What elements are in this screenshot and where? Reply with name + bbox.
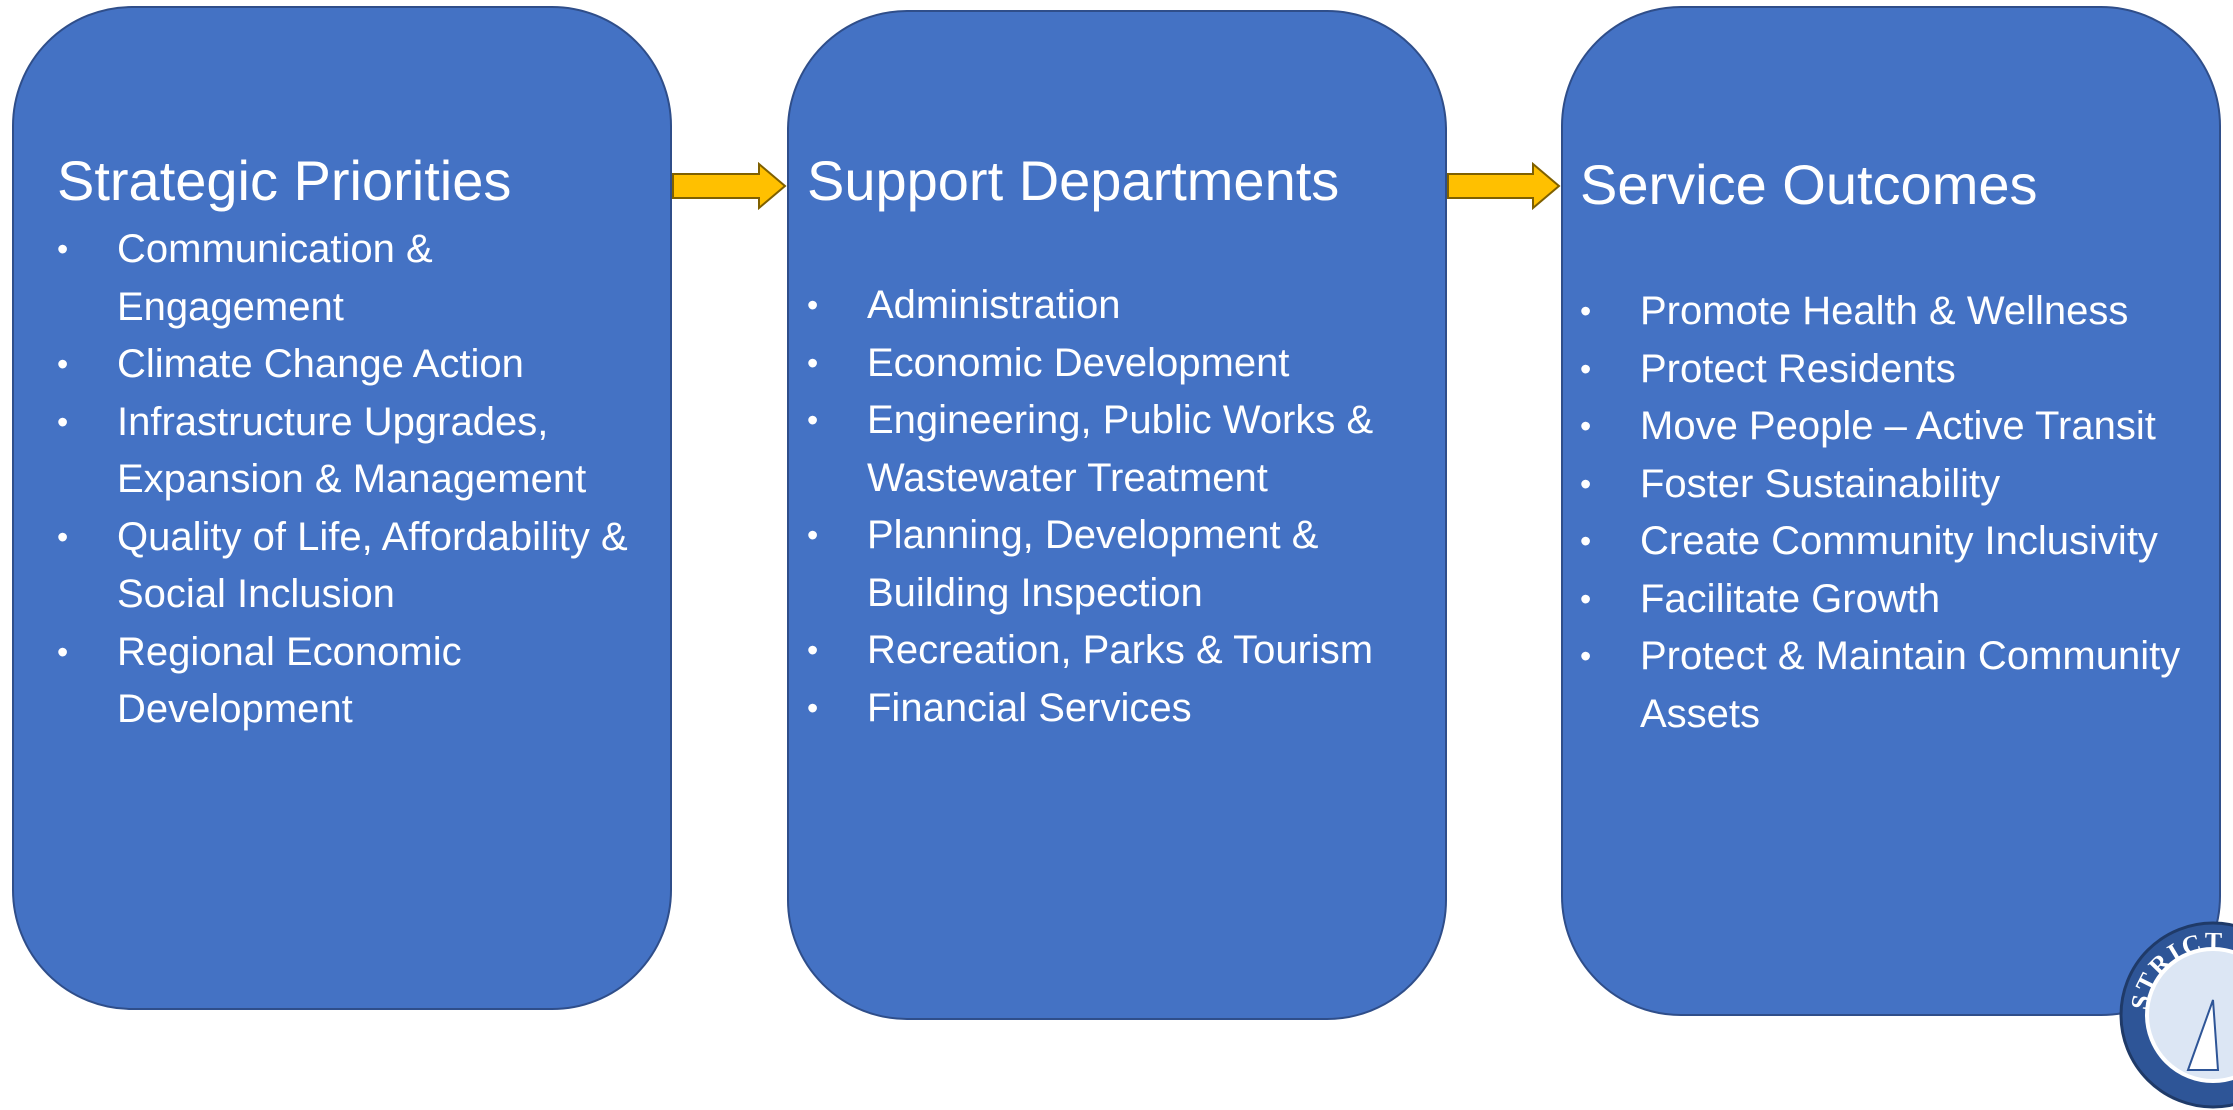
support-departments-box: Support Departments Administration Econo… xyxy=(787,10,1447,1020)
list-item: Create Community Inclusivity xyxy=(1580,513,2210,571)
right-arrow-icon xyxy=(672,162,787,210)
strategic-priorities-list: Communication & Engagement Climate Chang… xyxy=(57,221,647,739)
list-item: Climate Change Action xyxy=(57,336,647,394)
list-item: Engineering, Public Works & Wastewater T… xyxy=(807,392,1417,507)
list-item: Recreation, Parks & Tourism xyxy=(807,622,1417,680)
service-outcomes-title: Service Outcomes xyxy=(1580,153,2038,216)
list-item: Financial Services xyxy=(807,680,1417,738)
list-item: Protect Residents xyxy=(1580,341,2210,399)
list-item: Administration xyxy=(807,277,1417,335)
list-item: Foster Sustainability xyxy=(1580,456,2210,514)
list-item: Facilitate Growth xyxy=(1580,571,2210,629)
list-item: Regional Economic Development xyxy=(57,624,647,739)
strategic-priorities-title: Strategic Priorities xyxy=(57,149,512,212)
list-item: Protect & Maintain Community Assets xyxy=(1580,628,2210,743)
list-item: Planning, Development & Building Inspect… xyxy=(807,507,1417,622)
right-arrow-icon xyxy=(1447,162,1561,210)
district-seal-logo: STRICT OF xyxy=(2119,921,2233,1109)
support-departments-list: Administration Economic Development Engi… xyxy=(807,277,1417,737)
list-item: Move People – Active Transit xyxy=(1580,398,2210,456)
support-departments-title: Support Departments xyxy=(807,149,1340,212)
list-item: Quality of Life, Affordability & Social … xyxy=(57,509,647,624)
list-item: Economic Development xyxy=(807,335,1417,393)
service-outcomes-list: Promote Health & Wellness Protect Reside… xyxy=(1580,283,2210,743)
list-item: Infrastructure Upgrades, Expansion & Man… xyxy=(57,394,647,509)
strategic-priorities-box: Strategic Priorities Communication & Eng… xyxy=(12,6,672,1010)
list-item: Promote Health & Wellness xyxy=(1580,283,2210,341)
service-outcomes-box: Service Outcomes Promote Health & Wellne… xyxy=(1561,6,2221,1016)
list-item: Communication & Engagement xyxy=(57,221,647,336)
